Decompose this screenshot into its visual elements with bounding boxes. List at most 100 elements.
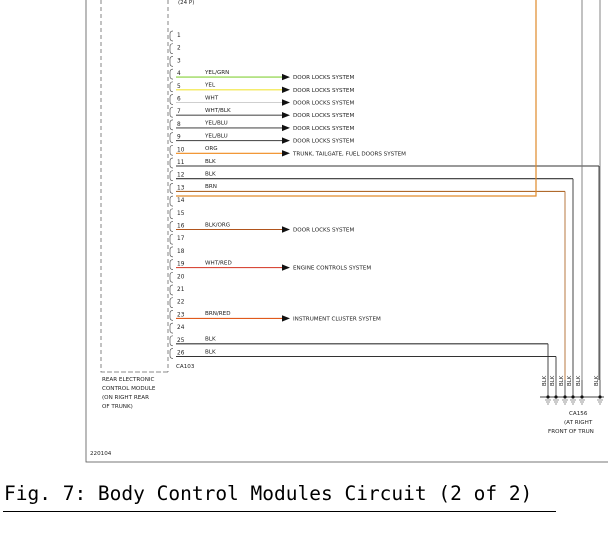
pin-bracket [169, 157, 174, 169]
ground-symbol-icon [562, 399, 568, 405]
diagram-number: 220104 [90, 451, 112, 457]
destination-label: DOOR LOCKS SYSTEM [293, 139, 354, 145]
ground-connector-line-2: (AT RIGHT [564, 420, 593, 426]
arrow-icon [282, 99, 290, 106]
ground-wire-4: BLK [567, 375, 576, 405]
pin-number: 14 [177, 198, 185, 204]
pin-18: 18 [169, 246, 185, 258]
pin14-loop-wire [176, 0, 537, 197]
wire-color-code: BLK [205, 159, 216, 165]
module-label: REAR ELECTRONIC CONTROL MODULE (ON RIGHT… [102, 377, 156, 410]
wire-color-code: BRN/RED [205, 311, 231, 317]
pin-20: 20 [169, 271, 185, 283]
pin-bracket [169, 284, 174, 296]
caption-underline [3, 511, 556, 512]
pin-number: 2 [177, 46, 181, 52]
pin-bracket [169, 271, 174, 283]
ground-wire-label: BLK [559, 375, 565, 386]
ground-symbol-icon [597, 399, 603, 405]
pin-bracket [169, 106, 174, 118]
arrow-icon [282, 112, 290, 119]
pin-number: 22 [177, 300, 185, 306]
pin-number: 12 [177, 173, 185, 179]
wire-color-code: YEL [204, 83, 216, 89]
splice-dot [554, 395, 558, 399]
ground-wire-label: BLK [542, 375, 548, 386]
wire-color-code: YEL/BLU [204, 133, 228, 139]
ground-wire-2: BLK [550, 375, 559, 405]
module-dashed-outline [100, 0, 170, 373]
splice-dot [580, 395, 584, 399]
arrow-icon [282, 73, 290, 81]
pin-number: 6 [177, 97, 181, 103]
pin-17: 17 [169, 233, 185, 245]
destination-label: DOOR LOCKS SYSTEM [293, 228, 354, 234]
destination-label: TRUNK, TAILGATE, FUEL DOORS SYSTEM [292, 151, 406, 157]
ground-symbol-icon [570, 399, 576, 405]
pin-bracket [169, 81, 174, 93]
ground-connector-line-1: CA156 [569, 411, 588, 417]
pin-number: 21 [177, 287, 185, 293]
destination-label: DOOR LOCKS SYSTEM [293, 101, 354, 107]
splice-dot [571, 395, 575, 399]
connector-id: CA103 [176, 364, 195, 370]
pin-bracket [169, 195, 174, 207]
diagram-frame [85, 0, 608, 463]
wire-color-code: BLK [205, 172, 216, 178]
destination-label: DOOR LOCKS SYSTEM [293, 113, 354, 119]
arrow-icon [282, 137, 290, 144]
pin-number: 25 [177, 338, 185, 344]
pin-21: 21 [169, 284, 185, 296]
splice-dot [598, 395, 602, 399]
pin-bracket [169, 208, 174, 220]
pin-bracket [169, 246, 174, 258]
splice-dot [563, 395, 567, 399]
pin-number: 16 [177, 224, 185, 230]
module-label-line-1: REAR ELECTRONIC [102, 377, 155, 383]
pin-14: 14 [169, 195, 185, 207]
ground-wire-3: BLK [559, 375, 568, 405]
wire-color-code: ORG [205, 146, 218, 152]
ground-wire-label: BLK [576, 375, 582, 386]
pin-bracket [169, 259, 174, 270]
ground-wire-5: BLK [576, 375, 585, 405]
pin-number: 11 [177, 160, 185, 166]
destination-label: INSTRUMENT CLUSTER SYSTEM [293, 316, 381, 322]
arrow-icon [282, 86, 290, 93]
arrow-icon [282, 264, 290, 271]
ground-wire-label: BLK [550, 375, 556, 386]
pin-number: 17 [177, 236, 185, 242]
pin-2: 2 [169, 43, 181, 55]
pin-number: 19 [177, 262, 185, 268]
pin-15: 15 [169, 208, 185, 220]
pin-bracket [169, 43, 174, 55]
destination-label: ENGINE CONTROLS SYSTEM [293, 266, 371, 272]
wire-color-code: WHT/BLK [205, 108, 231, 114]
pin-bracket [169, 68, 174, 80]
splice-dot [546, 395, 550, 399]
figure-caption: Fig. 7: Body Control Modules Circuit (2 … [4, 482, 533, 505]
ground-symbol-icon [579, 399, 585, 405]
ground-connector-line-3: FRONT OF TRUN [548, 429, 594, 435]
wire-color-code: YEL/BLU [204, 121, 228, 127]
pin-bracket [169, 144, 174, 156]
destination-label: DOOR LOCKS SYSTEM [293, 88, 354, 94]
arrow-icon [282, 226, 290, 233]
pin-bracket [169, 348, 174, 359]
pin-number: 8 [177, 122, 181, 128]
pin-22: 22 [169, 297, 185, 309]
pin-bracket [169, 30, 174, 42]
pin-bracket [169, 132, 174, 143]
pin-bracket [169, 335, 174, 347]
wire-color-code: YEL/GRN [204, 70, 229, 76]
pin-bracket [169, 170, 174, 182]
module-label-line-4: OF TRUNK) [102, 404, 133, 410]
